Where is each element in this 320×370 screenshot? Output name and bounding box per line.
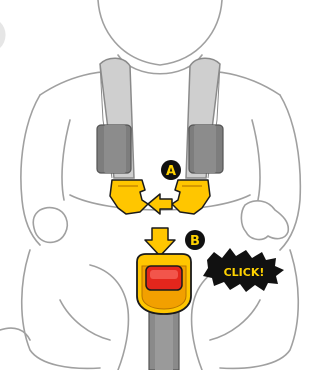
child-left-knee-outline bbox=[60, 300, 110, 340]
step-b-label: B bbox=[190, 234, 200, 249]
step-a-badge: A bbox=[161, 160, 181, 180]
child-left-hand-outline bbox=[33, 208, 67, 243]
child-right-knee-outline bbox=[210, 300, 260, 340]
child-left-arm-outline bbox=[21, 95, 40, 245]
left-shoulder-strap bbox=[97, 58, 134, 178]
release-button bbox=[146, 266, 182, 290]
corner-badge bbox=[0, 22, 6, 48]
step-b-badge: B bbox=[185, 230, 205, 250]
arrow-left-icon bbox=[148, 194, 172, 214]
child-left-leg-outline bbox=[22, 250, 100, 368]
right-shoulder-strap bbox=[186, 58, 223, 178]
step-a-label: A bbox=[166, 164, 176, 179]
child-head-outline bbox=[98, 0, 222, 65]
arrow-down-icon bbox=[145, 228, 175, 256]
child-right-hand-outline bbox=[241, 201, 288, 240]
child-right-inner-arm-outline bbox=[252, 120, 260, 200]
child-left-inner-arm-outline bbox=[62, 120, 70, 200]
right-buckle-tongue bbox=[172, 180, 210, 214]
click-burst-icon: CLICK! bbox=[203, 248, 284, 292]
child-left-inner-leg-outline bbox=[90, 265, 128, 370]
left-buckle-tongue bbox=[110, 180, 148, 214]
click-label: CLICK! bbox=[224, 266, 265, 279]
child-right-arm-outline bbox=[280, 95, 300, 250]
